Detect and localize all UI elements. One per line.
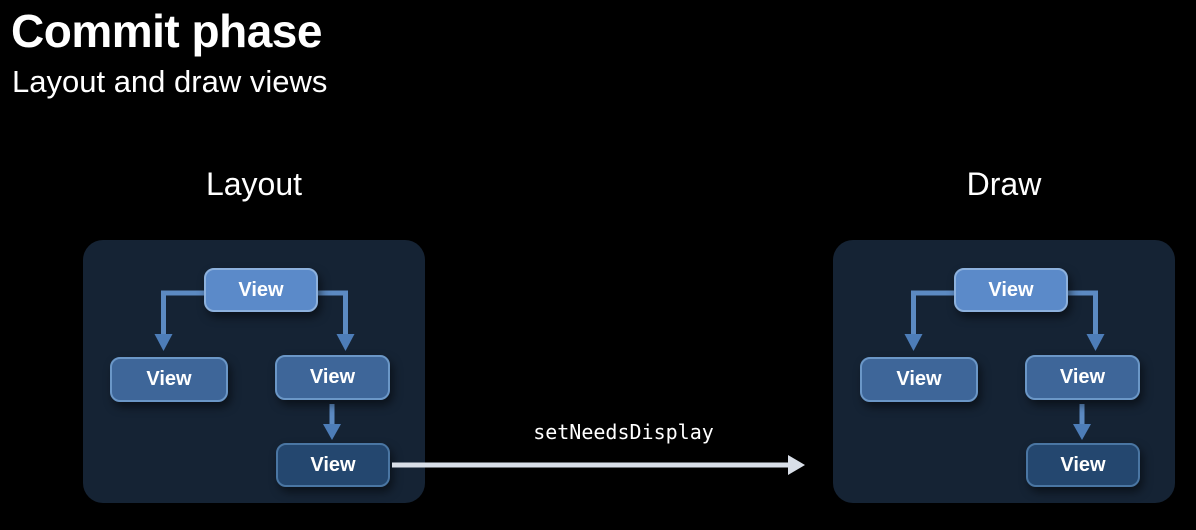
draw-view-root: View [954,268,1068,312]
layout-view-grandchild: View [276,443,390,487]
arrow-child-to-grandchild [1073,404,1091,440]
arrowhead-icon [323,424,341,440]
layout-view-child-right: View [275,355,390,400]
arrowhead-icon [154,334,173,351]
arrow-root-to-left-child [904,290,954,351]
layout-panel: View View View View [83,240,425,503]
layout-view-child-left: View [110,357,228,402]
draw-view-grandchild: View [1026,443,1140,487]
arrowhead-icon [788,455,805,475]
section-title-layout: Layout [205,166,303,202]
section-title-draw: Draw [966,166,1042,202]
arrowhead-icon [904,334,923,351]
arrowhead-icon [336,334,355,351]
arrow-child-to-grandchild [323,404,341,440]
set-needs-display-label: setNeedsDisplay [533,420,714,444]
draw-view-child-left: View [860,357,978,402]
arrowhead-icon [1073,424,1091,440]
draw-view-child-right: View [1025,355,1140,400]
draw-panel: View View View View [833,240,1175,503]
arrowhead-icon [1086,334,1105,351]
page-subtitle: Layout and draw views [12,64,328,99]
arrow-root-to-right-child [1068,290,1105,351]
set-needs-display-arrow [392,455,805,475]
layout-view-root: View [204,268,318,312]
arrow-root-to-right-child [318,290,355,351]
page-title: Commit phase [11,5,322,57]
arrow-root-to-left-child [154,290,204,351]
